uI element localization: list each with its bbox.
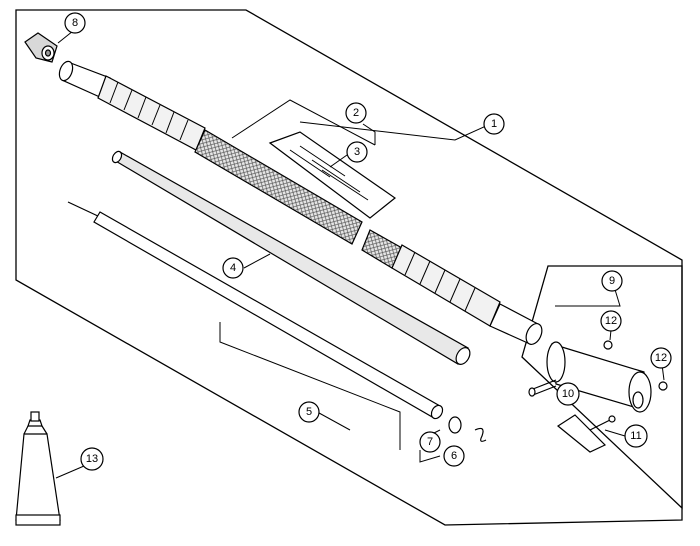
svg-text:1: 1 (491, 118, 497, 130)
svg-text:10: 10 (562, 388, 574, 400)
svg-text:6: 6 (451, 450, 457, 462)
clip-part (474, 427, 487, 442)
callout-7: 7 (419, 431, 441, 453)
callout-5: 5 (298, 401, 320, 423)
svg-text:4: 4 (230, 262, 236, 274)
svg-text:13: 13 (86, 453, 98, 465)
outer-tube-part (111, 150, 471, 365)
callout-2: 2 (345, 102, 367, 124)
callout-11: 11 (624, 424, 648, 448)
clamp-handle-part (546, 341, 652, 413)
svg-text:12: 12 (605, 315, 617, 327)
assembly-outline (15, 9, 683, 526)
callout-1: 1 (483, 113, 505, 135)
callout-3: 3 (346, 141, 368, 163)
svg-text:5: 5 (306, 406, 312, 418)
svg-text:12: 12 (655, 352, 667, 364)
clamp-group-outline (521, 265, 683, 510)
callout-4: 4 (222, 257, 244, 279)
callout-9: 9 (601, 270, 623, 292)
svg-text:7: 7 (427, 436, 433, 448)
svg-text:8: 8 (72, 17, 78, 29)
drive-shaft-part (67, 201, 444, 420)
wing-knob-part (556, 414, 616, 453)
callout-12-right: 12 (650, 347, 672, 369)
callout-8: 8 (64, 12, 86, 34)
svg-text:9: 9 (609, 275, 615, 287)
screw-part (528, 379, 557, 397)
svg-text:3: 3 (354, 146, 360, 158)
svg-text:11: 11 (630, 430, 641, 442)
nut-upper-part (603, 340, 613, 350)
grease-tube-part (15, 411, 61, 526)
callout-13: 13 (80, 447, 104, 471)
end-cap-part (24, 32, 58, 63)
callout-12-upper: 12 (600, 310, 622, 332)
bushing-part (448, 416, 462, 434)
warning-label-part (268, 131, 397, 219)
callout-6: 6 (443, 445, 465, 467)
nut-right-part (658, 381, 668, 391)
drive-tube-part (58, 60, 543, 345)
callout-10: 10 (556, 382, 580, 406)
svg-text:2: 2 (353, 107, 359, 119)
